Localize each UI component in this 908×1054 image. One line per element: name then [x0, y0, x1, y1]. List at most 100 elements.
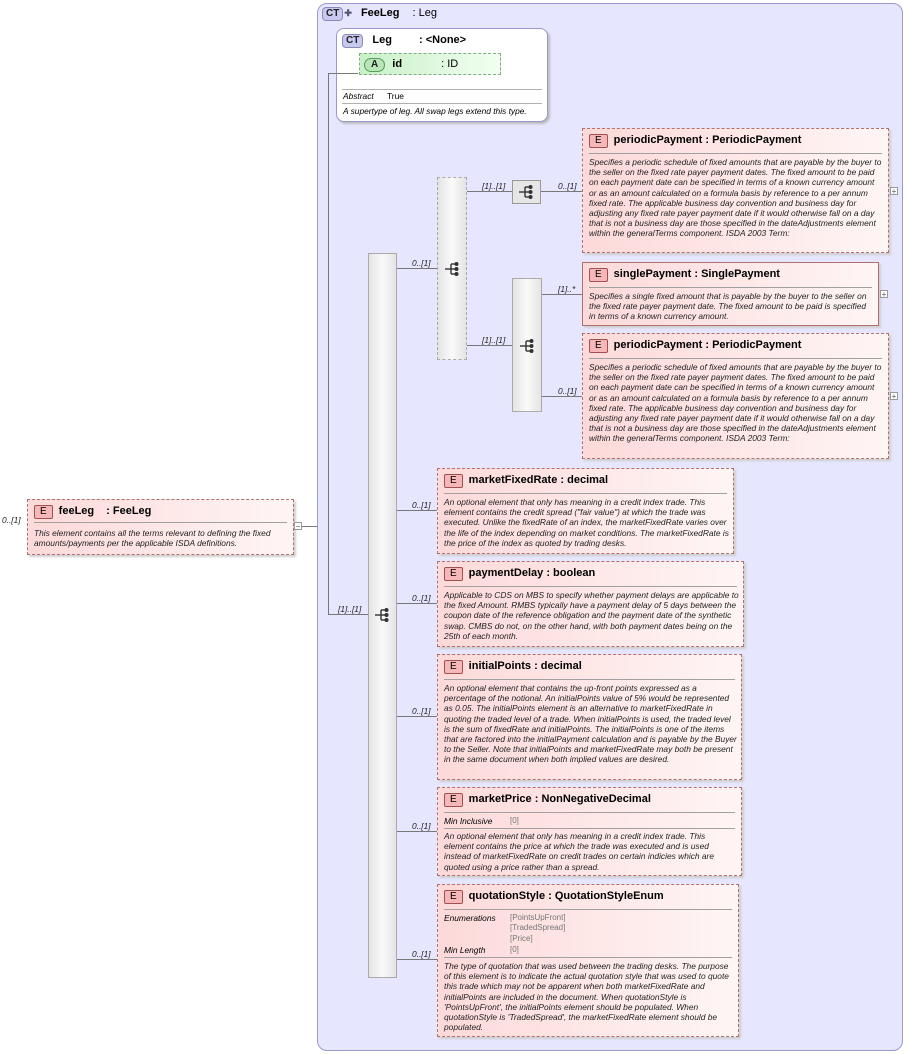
element-badge: E — [589, 339, 608, 353]
connector — [328, 73, 329, 614]
element-badge: E — [444, 793, 463, 807]
sequence-icon — [519, 185, 533, 199]
complex-type-name: Leg — [372, 34, 392, 46]
element-documentation: The type of quotation that was used betw… — [444, 961, 729, 1033]
separator — [589, 287, 872, 288]
separator — [589, 358, 882, 359]
connector — [467, 345, 512, 346]
connector — [397, 603, 437, 604]
choice-icon — [445, 262, 459, 276]
element-badge: E — [444, 660, 463, 674]
separator — [444, 957, 732, 958]
connector — [542, 294, 582, 295]
abstract-value: True — [387, 91, 404, 101]
separator — [34, 522, 287, 523]
cardinality-root: 0..[1] — [2, 515, 21, 525]
cardinality-main-sequence: [1]..[1] — [338, 604, 362, 614]
connector — [542, 396, 582, 397]
complex-type-header: CT✚ FeeLeg : Leg — [322, 7, 437, 21]
element-type: : decimal — [560, 474, 609, 486]
element-name: periodicPayment — [613, 134, 703, 146]
cardinality-initialPoints: 0..[1] — [412, 706, 431, 716]
element-type: : QuotationStyleEnum — [548, 890, 664, 902]
sequence-icon — [520, 339, 534, 353]
connector — [397, 716, 437, 717]
element-documentation: Specifies a single fixed amount that is … — [589, 291, 867, 322]
element-type: : FeeLeg — [106, 505, 152, 517]
cardinality-choice-seq1: [1]..[1] — [482, 181, 506, 191]
connector — [397, 831, 437, 832]
connector — [302, 526, 328, 527]
element-type: : NonNegativeDecimal — [534, 793, 651, 805]
complex-type-base: : <None> — [419, 34, 467, 46]
cardinality-single: [1]..* — [558, 284, 576, 294]
connector — [397, 959, 437, 960]
connector — [397, 510, 437, 511]
expand-icon[interactable]: + — [880, 290, 888, 299]
element-type: : PeriodicPayment — [705, 134, 802, 146]
collapse-icon[interactable]: − — [294, 522, 302, 531]
expand-icon[interactable]: + — [890, 392, 898, 401]
enum-value: [PointsUpFront] — [510, 913, 566, 922]
element-type: : SinglePayment — [694, 268, 780, 280]
element-badge: E — [589, 134, 608, 148]
element-badge: E — [444, 474, 463, 488]
attribute-type: : ID — [441, 58, 459, 70]
element-documentation: Applicable to CDS on MBS to specify whet… — [444, 590, 739, 641]
separator — [444, 812, 735, 813]
cardinality-periodic2: 0..[1] — [558, 386, 577, 396]
attribute-id[interactable]: A id : ID — [359, 53, 501, 75]
element-badge: E — [34, 505, 53, 519]
element-type: : decimal — [534, 660, 582, 672]
cardinality-choice-seq2: [1]..[1] — [482, 335, 506, 345]
element-type: : boolean — [546, 567, 596, 579]
separator — [342, 89, 542, 90]
facet-value: [0] — [510, 816, 519, 825]
connector — [328, 614, 368, 615]
complex-type-badge: CT — [342, 34, 364, 48]
complex-type-badge: CT — [322, 7, 344, 21]
attribute-name: id — [392, 58, 403, 70]
abstract-label: Abstract — [343, 91, 374, 101]
element-name: initialPoints — [468, 660, 532, 672]
connector — [328, 73, 358, 74]
enum-value: [Price] — [510, 933, 533, 943]
cardinality-paymentDelay: 0..[1] — [412, 593, 431, 603]
element-documentation: An optional element that contains the up… — [444, 683, 737, 765]
element-documentation: Specifies a periodic schedule of fixed a… — [589, 157, 882, 239]
cardinality-quotationStyle: 0..[1] — [412, 949, 431, 959]
separator — [342, 103, 542, 104]
element-badge: E — [444, 567, 463, 581]
sequence-icon — [375, 608, 389, 622]
element-badge: E — [589, 268, 608, 282]
cardinality-marketPrice: 0..[1] — [412, 821, 431, 831]
min-length-value: [0] — [510, 945, 519, 954]
complex-type-name: FeeLeg — [360, 7, 400, 19]
element-name: feeLeg — [58, 505, 95, 517]
separator — [444, 493, 727, 494]
enumerations-label: Enumerations — [444, 913, 496, 923]
element-name: singlePayment — [613, 268, 692, 280]
element-name: paymentDelay — [468, 567, 544, 579]
separator — [589, 153, 882, 154]
element-name: marketFixedRate — [468, 474, 558, 486]
separator — [444, 586, 737, 587]
connector — [397, 268, 437, 269]
complex-type-leg: CT Leg : <None> A id : ID Abstract True … — [336, 28, 548, 122]
sequence-compositor[interactable] — [512, 278, 542, 412]
element-documentation: Specifies a periodic schedule of fixed a… — [589, 362, 882, 444]
expand-icon[interactable]: + — [890, 187, 898, 196]
facet-label: Min Inclusive — [444, 816, 493, 826]
cardinality-marketFixedRate: 0..[1] — [412, 500, 431, 510]
extension-icon: ✚ — [344, 8, 352, 18]
element-name: periodicPayment — [613, 339, 703, 351]
